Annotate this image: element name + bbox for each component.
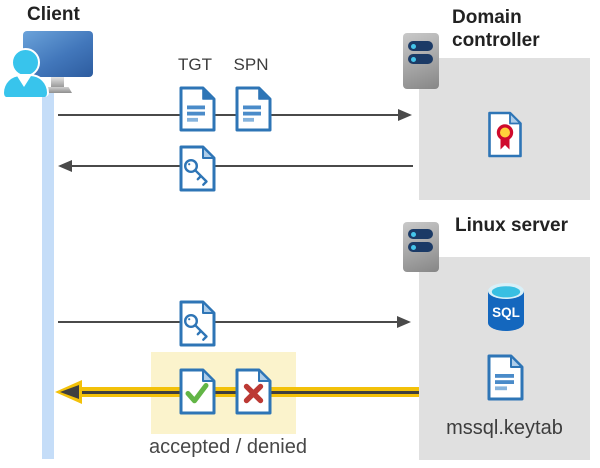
ticket-key-document-icon bbox=[179, 300, 216, 347]
request-arrow-line bbox=[58, 114, 399, 116]
client-lifeline bbox=[42, 93, 54, 459]
certificate-document-icon bbox=[488, 111, 522, 158]
sql-text: SQL bbox=[492, 305, 520, 320]
ticket-key-document-icon bbox=[179, 145, 216, 192]
domain-controller-server-icon bbox=[403, 33, 439, 89]
ticket-send-arrow-head bbox=[397, 316, 411, 328]
sql-database-icon: SQL bbox=[488, 283, 524, 331]
ticket-return-arrow-line bbox=[72, 165, 413, 167]
client-monitor-base bbox=[43, 87, 72, 93]
result-arrow-head bbox=[60, 385, 79, 399]
linux-server-icon bbox=[403, 222, 439, 272]
tgt-document-icon bbox=[179, 86, 216, 132]
spn-document-icon bbox=[235, 86, 272, 132]
tgt-label: TGT bbox=[178, 55, 212, 74]
domain-controller-label: Domain controller bbox=[452, 7, 540, 51]
client-user-collar bbox=[17, 76, 31, 87]
ticket-send-arrow-line bbox=[58, 321, 397, 323]
ticket-return-arrow-head bbox=[58, 160, 72, 172]
request-arrow-head bbox=[398, 109, 412, 121]
result-label: accepted / denied bbox=[149, 436, 307, 458]
keytab-label: mssql.keytab bbox=[446, 417, 563, 439]
keytab-document-icon bbox=[487, 354, 524, 401]
linux-server-label: Linux server bbox=[455, 215, 568, 236]
accepted-document-icon bbox=[179, 368, 216, 415]
spn-label: SPN bbox=[233, 55, 269, 74]
client-monitor-stand bbox=[51, 77, 64, 87]
denied-document-icon bbox=[235, 368, 272, 415]
client-user-icon bbox=[11, 48, 40, 77]
client-label: Client bbox=[27, 4, 80, 25]
